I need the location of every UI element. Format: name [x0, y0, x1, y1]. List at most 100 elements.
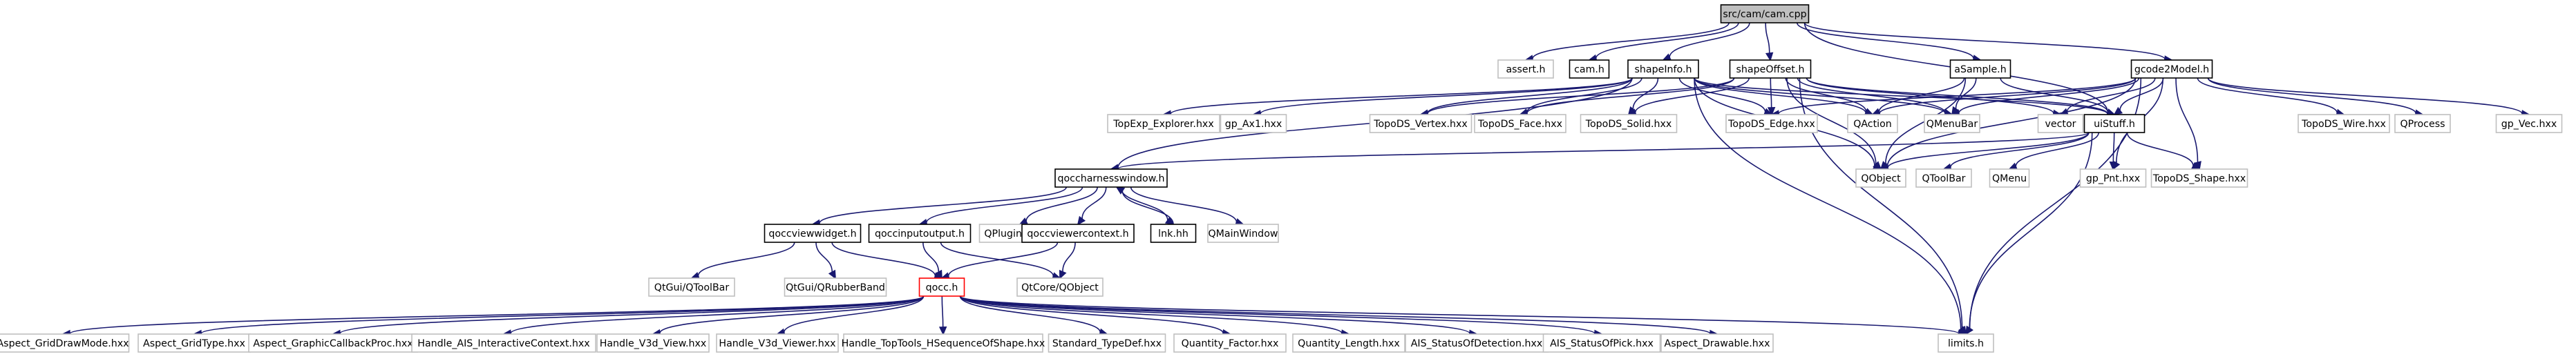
- node-qocc-h[interactable]: qocc.h: [918, 277, 965, 297]
- edge-line: [697, 242, 795, 276]
- edge-uistuff-h-to-qoccharnesswindow-h: [1110, 132, 2090, 173]
- node-qobject: QObject: [1855, 168, 1906, 188]
- node-topods-shape: TopoDS_Shape.hxx: [2150, 168, 2248, 188]
- node-label: limits.h: [1948, 338, 1984, 349]
- node-box: [1474, 114, 1566, 133]
- node-label: TopoDS_Wire.hxx: [2301, 119, 2386, 130]
- node-box: [2083, 114, 2146, 133]
- edge-line: [659, 295, 925, 333]
- node-shapeinfo-h[interactable]: shapeInfo.h: [1627, 59, 1699, 79]
- node-qoccinputoutput-h[interactable]: qoccinputoutput.h: [868, 224, 972, 243]
- node-label: qocc.h: [926, 282, 958, 293]
- edge-line: [1969, 132, 2093, 329]
- node-label: src/cam/cam.cpp: [1723, 9, 1806, 20]
- node-cam-cpp[interactable]: src/cam/cam.cpp: [1720, 4, 1810, 23]
- edge-gcode2model-h-to-topods-shape: [2175, 77, 2201, 170]
- node-box: [843, 333, 1043, 353]
- edge-line: [1427, 77, 1633, 114]
- arrowhead-icon: [1964, 325, 1973, 335]
- node-box: [1207, 224, 1279, 243]
- node-label: TopoDS_Face.hxx: [1477, 119, 1562, 130]
- node-box: [1016, 277, 1104, 297]
- node-box: [2394, 114, 2451, 133]
- edge-line: [959, 295, 1711, 335]
- edge-line: [1797, 22, 1974, 59]
- node-asample-h[interactable]: aSample.h: [1949, 59, 2011, 79]
- edge-line: [1595, 22, 1739, 59]
- node-box: [1847, 114, 1898, 133]
- edge-line: [1958, 77, 2140, 114]
- edge-line: [339, 295, 925, 335]
- node-label: Handle_V3d_View.hxx: [600, 338, 707, 349]
- edge-line: [2015, 132, 2099, 167]
- edge-line: [1694, 77, 1946, 114]
- edge-line: [1887, 132, 2090, 168]
- edge-line: [959, 295, 1470, 334]
- edge-line: [1632, 77, 1659, 110]
- edge-line: [1121, 191, 1174, 225]
- node-qoccharnesswindow-h[interactable]: qoccharnesswindow.h: [1054, 168, 1168, 188]
- node-box: [1054, 168, 1168, 188]
- node-qoccviewwidget-h[interactable]: qoccviewwidget.h: [764, 224, 862, 243]
- node-box: [764, 224, 862, 243]
- node-shapeoffset-h[interactable]: shapeOffset.h: [1729, 59, 1812, 79]
- node-gcode2model-h[interactable]: gcode2Model.h: [2130, 59, 2213, 79]
- node-label: TopoDS_Edge.hxx: [1727, 119, 1815, 130]
- node-label: cam.h: [1574, 64, 1604, 75]
- node-box: [1989, 168, 2030, 188]
- edge-line: [2197, 77, 2338, 113]
- node-box: [1938, 333, 1994, 353]
- edge-cam-cpp-to-gcode2model-h: [1803, 22, 2173, 64]
- edge-line: [1532, 22, 1730, 59]
- node-box: [1729, 59, 1812, 79]
- edge-line: [1117, 132, 2090, 170]
- arrowhead-icon: [1115, 186, 1126, 195]
- edge-qocc-h-to-handle-toptools: [938, 295, 947, 335]
- edge-qoccharnesswindow-h-to-qoccviewwidget-h: [811, 186, 1067, 228]
- node-handle-toptools: Handle_TopTools_HSequenceOfShape.hxx: [842, 333, 1045, 353]
- node-qtgui-qrubberband: QtGui/QRubberBand: [784, 277, 887, 297]
- node-handle-v3d-view: Handle_V3d_View.hxx: [596, 333, 710, 353]
- node-box: [1292, 333, 1405, 353]
- node-quantity-factor: Quantity_Factor.hxx: [1173, 333, 1287, 353]
- edge-line: [1778, 77, 2137, 115]
- edge-line: [941, 295, 944, 328]
- node-lnk-hh[interactable]: lnk.hh: [1150, 224, 1197, 243]
- node-box: [2079, 168, 2147, 188]
- node-assert-h: assert.h: [1497, 59, 1554, 79]
- node-uistuff-h[interactable]: uiStuff.h: [2083, 114, 2146, 133]
- arrowhead-icon: [1059, 269, 1067, 280]
- arrowhead-icon: [934, 269, 943, 280]
- node-qmainwindow: QMainWindow: [1207, 224, 1279, 243]
- node-box: [1627, 59, 1699, 79]
- node-box: [138, 333, 251, 353]
- edge-line: [510, 295, 925, 334]
- arrowhead-icon: [1077, 215, 1086, 226]
- node-label: Aspect_Drawable.hxx: [1664, 338, 1770, 349]
- node-qtcore-qobject: QtCore/QObject: [1016, 277, 1104, 297]
- node-label: AIS_StatusOfDetection.hxx: [1411, 338, 1543, 349]
- node-qoccviewercontext-h[interactable]: qoccviewercontext.h: [1021, 224, 1135, 243]
- node-label: QMenuBar: [1926, 119, 1978, 130]
- node-box: [411, 333, 596, 353]
- node-cam-h[interactable]: cam.h: [1569, 59, 1610, 79]
- node-label: QToolBar: [1922, 173, 1966, 184]
- edge-line: [959, 295, 1595, 335]
- node-box: [0, 333, 130, 353]
- node-aspect-griddrawmode: Aspect_GridDrawMode.hxx: [0, 333, 130, 353]
- node-label: aSample.h: [1954, 64, 2006, 75]
- edge-line: [959, 295, 1960, 335]
- dependency-edges: [61, 22, 2530, 338]
- node-box: [716, 333, 839, 353]
- node-label: Aspect_GridDrawMode.hxx: [0, 338, 129, 349]
- node-box: [1855, 168, 1906, 188]
- edge-line: [1694, 77, 1962, 330]
- node-label: QMainWindow: [1209, 228, 1278, 240]
- edge-cam-cpp-to-shapeinfo-h: [1662, 22, 1750, 61]
- node-topods-edge: TopoDS_Edge.hxx: [1725, 114, 1818, 133]
- edge-line: [940, 242, 1054, 277]
- edge-line: [959, 295, 1343, 334]
- edge-qoccviewercontext-h-to-qtcore-qobject: [1059, 242, 1076, 280]
- edge-shapeinfo-h-to-topexp-explorer: [1162, 77, 1633, 118]
